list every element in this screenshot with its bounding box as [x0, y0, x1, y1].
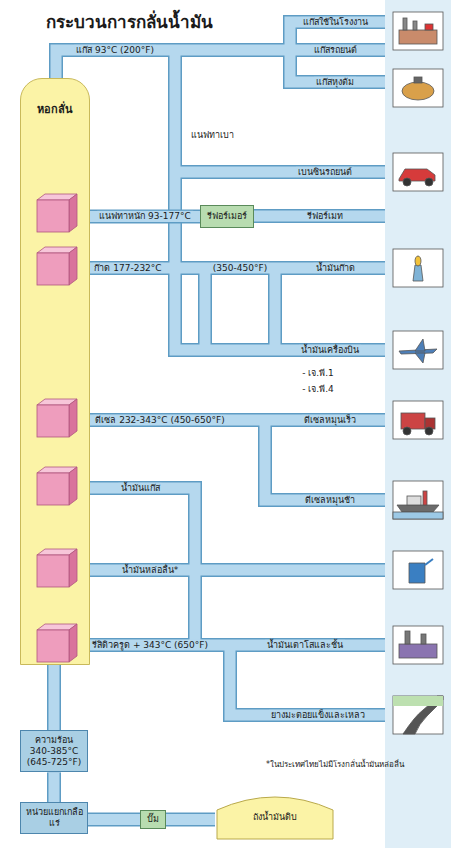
- pipe-label: รีฟอร์เมท: [305, 211, 345, 221]
- pipe-label: น้ำมันแก๊ส: [119, 483, 162, 493]
- reformer-box: รีฟอร์เมอร์: [200, 205, 254, 228]
- pipe-label: แก๊สรถยนต์: [312, 45, 359, 55]
- pipe-label: ดีเซลหมุนเร็ว: [302, 415, 358, 425]
- pipe-label: ก๊าด 177-232°C: [92, 263, 163, 273]
- pipe-label: น้ำมันเครื่องบิน: [299, 345, 361, 355]
- distillation-tower: หอกลั่น: [20, 78, 90, 665]
- pipe-label: แก๊ส 93°C (200°F): [74, 45, 156, 55]
- pipe-connector: [54, 665, 55, 730]
- pipe-label: รีสิดิวครูด + 343°C (650°F): [90, 640, 210, 650]
- text-label: แนฟทาเบา: [189, 130, 236, 140]
- pipe-label: ดีเซล 232-343°C (450-650°F): [93, 415, 226, 425]
- text-label: - เจ.พี.4: [300, 384, 336, 394]
- pipe-outline: [56, 22, 385, 715]
- pipes: [56, 22, 385, 715]
- node-text: ถังน้ำมันดิบ: [215, 812, 335, 823]
- footnote: *ในประเทศไทยไม่มีโรงกลั่นน้ำมันหล่อลื่น: [264, 760, 406, 769]
- pipe-label: แก๊สใช้ในโรงงาน: [301, 17, 370, 27]
- pipe-label: แก๊สหุงต้ม: [314, 77, 356, 87]
- tray-cubes: [21, 79, 91, 666]
- crude-tank: ถังน้ำมันดิบ: [215, 790, 335, 840]
- pipe-label: น้ำมันเตาโสและชั้น: [265, 640, 345, 650]
- product-pictures: [393, 12, 443, 734]
- node-text: รีฟอร์เมอร์: [207, 211, 247, 222]
- pipe-label: น้ำมันก๊าด: [314, 263, 357, 273]
- node-text: ความร้อน 340-385°C (645-725°F): [24, 735, 84, 767]
- node-text: หน่วยแยกเกลือแร่: [24, 807, 84, 829]
- node-text: ปั๊ม: [147, 814, 159, 825]
- pipe-label: น้ำมันหล่อลื่น*: [120, 565, 181, 575]
- pipe-connector: [166, 819, 215, 820]
- desalter-box: หน่วยแยกเกลือแร่: [20, 802, 88, 834]
- text-label: - เจ.พี.1: [300, 368, 336, 378]
- pipe-label: ดีเซลหมุนช้า: [303, 495, 357, 505]
- pump-box: ปั๊ม: [140, 810, 166, 829]
- pipe-label: (350-450°F): [211, 263, 269, 273]
- pipe-label: ยางมะตอยแข็งและเหลว: [269, 710, 367, 720]
- pipe-connector: [54, 772, 55, 802]
- diagram-title: กระบวนการกลั่นน้ำมัน: [46, 8, 213, 35]
- pipe-label: เบนซินรถยนต์: [296, 167, 354, 177]
- side-panel: [385, 0, 451, 848]
- pipe-connector: [88, 819, 140, 820]
- heater-box: ความร้อน 340-385°C (645-725°F): [20, 730, 88, 772]
- pipe-label: แนฟทาหนัก 93-177°C: [97, 211, 193, 221]
- node-text: หอกลั่น: [21, 79, 89, 116]
